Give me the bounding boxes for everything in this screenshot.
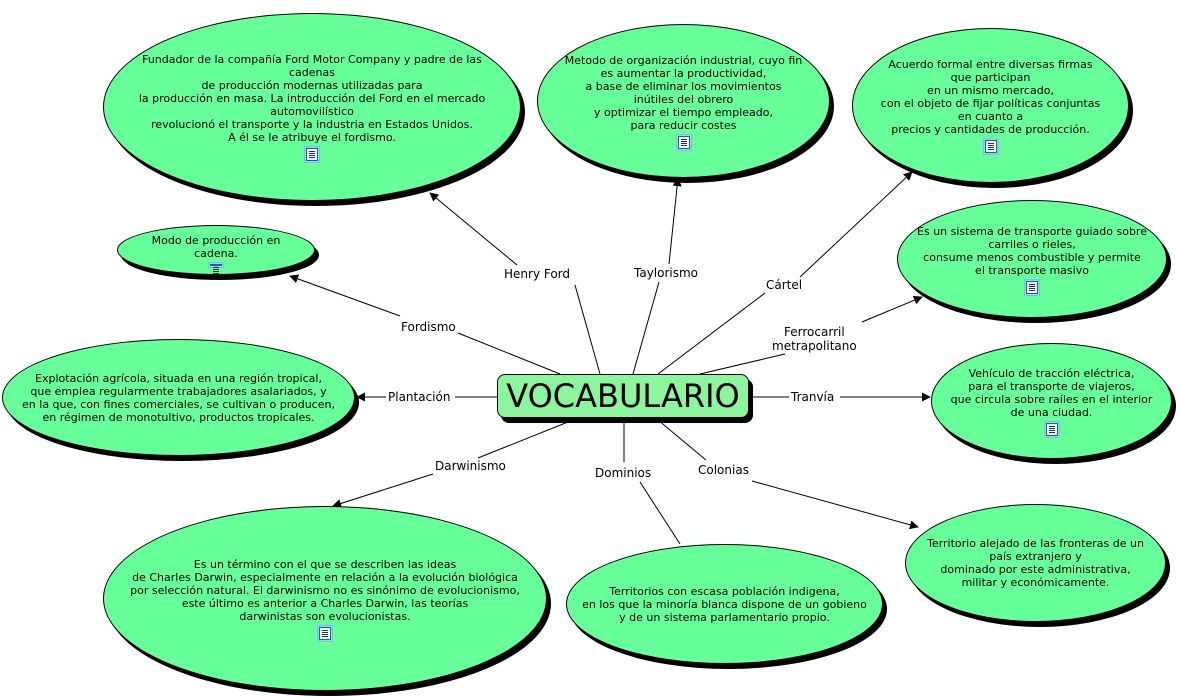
arrow-cartel <box>799 171 913 278</box>
document-icon[interactable] <box>304 146 320 163</box>
edge-center-taylorismo <box>632 281 660 375</box>
node-taylorismo[interactable]: Metodo de organización industrial, cuyo … <box>537 24 830 178</box>
definition-darwinismo: Es un término con el que se describen la… <box>130 557 520 623</box>
edge-center-darwinismo <box>477 419 574 459</box>
definition-colonias: Territorio alejado de las fronteras de u… <box>927 537 1144 589</box>
arrow-colonias <box>751 480 919 530</box>
definition-ferrocarril: Es un sistema de transporte guiado sobre… <box>917 224 1147 277</box>
node-tranvia[interactable]: Vehículo de tracción eléctrica, para el … <box>931 343 1172 459</box>
definition-fordismo: Modo de producción en cadena. <box>151 234 281 260</box>
label-darwinismo[interactable]: Darwinismo <box>433 459 508 473</box>
document-icon[interactable] <box>1024 278 1040 296</box>
node-henry-ford[interactable]: Fundador de la compañía Ford Motor Compa… <box>103 13 521 201</box>
label-tranvia[interactable]: Tranvía <box>789 390 837 404</box>
node-darwinismo[interactable]: Es un término con el que se describen la… <box>103 506 547 691</box>
node-ferrocarril[interactable]: Es un sistema de transporte guiado sobre… <box>897 200 1167 318</box>
definition-dominios: Territorios con escasa población indigen… <box>582 584 867 624</box>
arrow-henry-ford <box>429 192 518 266</box>
label-colonias[interactable]: Colonias <box>696 463 751 477</box>
arrow-taylorismo <box>668 177 682 265</box>
arrow-darwinismo <box>332 473 434 508</box>
node-cartel[interactable]: Acuerdo formal entre diversas firmas que… <box>852 28 1129 183</box>
label-cartel[interactable]: Cártel <box>764 278 805 292</box>
definition-plantacion: Explotación agrícola, situada en una reg… <box>22 371 335 424</box>
node-dominios[interactable]: Territorios con escasa población indigen… <box>566 544 883 664</box>
definition-tranvia: Vehículo de tracción eléctrica, para el … <box>950 366 1153 419</box>
node-plantacion[interactable]: Explotación agrícola, situada en una reg… <box>2 339 355 456</box>
label-plantacion[interactable]: Plantación <box>386 390 453 404</box>
node-colonias[interactable]: Territorio alejado de las fronteras de u… <box>905 504 1166 622</box>
document-icon[interactable] <box>1043 420 1060 438</box>
document-icon[interactable] <box>208 262 224 268</box>
label-henry-ford[interactable]: Henry Ford <box>502 267 573 281</box>
document-icon[interactable] <box>317 624 333 642</box>
edge-center-colonias <box>657 419 707 461</box>
label-taylorismo[interactable]: Taylorismo <box>632 266 701 280</box>
definition-henry-ford: Fundador de la compañía Ford Motor Compa… <box>138 53 486 144</box>
center-node[interactable]: VOCABULARIO <box>497 374 749 418</box>
edge-center-cartel <box>657 292 766 375</box>
edge-center-ferrocarril <box>699 353 786 375</box>
edge-center-fordismo <box>457 332 561 375</box>
definition-cartel: Acuerdo formal entre diversas firmas que… <box>880 58 1101 136</box>
label-ferrocarril[interactable]: Ferrocarril metrapolitano <box>770 325 859 353</box>
document-icon[interactable] <box>982 138 999 155</box>
arrow-fordismo <box>289 274 401 317</box>
node-fordismo[interactable]: Modo de producción en cadena. <box>117 225 315 275</box>
definition-taylorismo: Metodo de organización industrial, cuyo … <box>564 53 803 132</box>
label-dominios[interactable]: Dominios <box>593 466 654 480</box>
edge-dominios-node <box>639 481 681 545</box>
label-fordismo[interactable]: Fordismo <box>399 320 458 334</box>
center-title: VOCABULARIO <box>506 377 740 415</box>
edge-center-henry-ford <box>574 284 601 375</box>
document-icon[interactable] <box>675 133 692 151</box>
arrow-ferrocarril <box>861 295 923 323</box>
